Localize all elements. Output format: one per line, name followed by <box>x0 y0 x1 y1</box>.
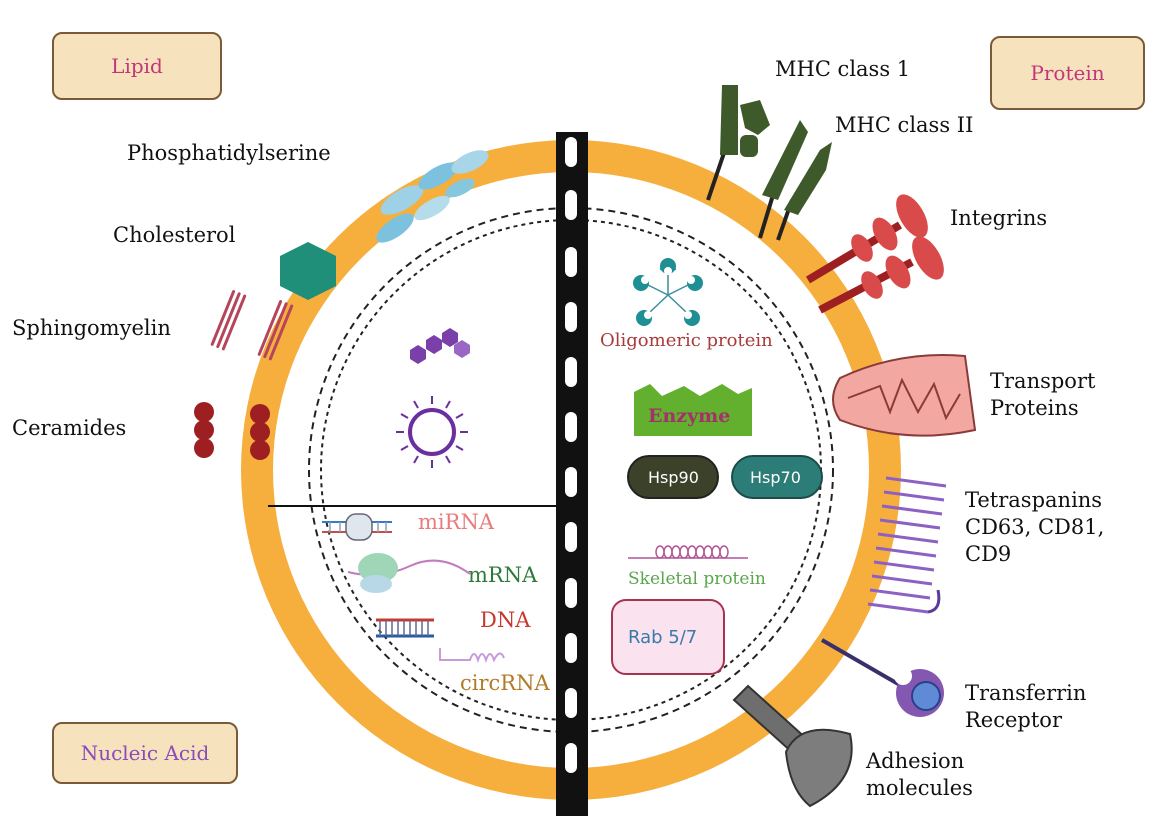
micelle-icon <box>396 396 468 468</box>
hsp70-label: Hsp70 <box>750 468 801 487</box>
tetraspanins-line-2: CD63, CD81, <box>965 515 1105 539</box>
protein-category-label: Protein <box>1030 61 1105 85</box>
adhesion-molecules-line-2: molecules <box>866 776 973 800</box>
mrna-icon <box>347 553 471 593</box>
phosphatidylserine-icon <box>376 150 489 243</box>
enzyme-icon <box>634 384 752 436</box>
phosphatidylserine-label: Phosphatidylserine <box>127 141 331 165</box>
adhesion-molecules-line-1: Adhesion <box>866 749 965 773</box>
circrna-label: circRNA <box>460 671 550 695</box>
sphingomyelin-label: Sphingomyelin <box>12 316 171 340</box>
oligomeric-protein-icon <box>633 258 703 326</box>
tetraspanins-label: Tetraspanins CD63, CD81, CD9 <box>965 487 1104 568</box>
mhc-class-1-label: MHC class 1 <box>775 57 911 81</box>
ceramides-icon <box>194 402 270 460</box>
nucleic-acid-category-box: Nucleic Acid <box>52 722 238 784</box>
rab-icon <box>611 599 725 675</box>
transferrin-receptor-label: Transferrin Receptor <box>965 680 1086 734</box>
hsp70-icon <box>731 455 823 499</box>
mirna-icon <box>322 513 392 541</box>
cholesterol-icon <box>280 242 336 300</box>
mirna-label: miRNA <box>418 510 494 534</box>
mrna-label: mRNA <box>468 563 538 587</box>
lipid-hexagon-chain-icon <box>410 328 470 364</box>
tetraspanins-icon <box>867 476 947 614</box>
oligomeric-protein-label: Oligomeric protein <box>600 330 773 351</box>
transport-proteins-line-1: Transport <box>990 369 1096 393</box>
lipid-category-label: Lipid <box>111 54 163 78</box>
mhc-class-1-icon <box>706 85 770 201</box>
integrins-icon <box>805 194 944 314</box>
transferrin-receptor-icon <box>820 638 944 717</box>
lipid-category-box: Lipid <box>52 32 222 100</box>
center-bar-holes <box>565 137 577 773</box>
mhc-class-ii-label: MHC class II <box>835 113 974 137</box>
tetraspanins-line-3: CD9 <box>965 542 1012 566</box>
hsp90-label: Hsp90 <box>648 468 699 487</box>
ceramides-label: Ceramides <box>12 416 127 440</box>
adhesion-molecule-icon <box>732 684 853 808</box>
transport-proteins-line-2: Proteins <box>990 396 1079 420</box>
tetraspanins-line-1: Tetraspanins <box>965 488 1103 512</box>
transport-protein-icon <box>832 353 977 437</box>
adhesion-molecules-label: Adhesion molecules <box>866 748 973 802</box>
transport-proteins-label: Transport Proteins <box>990 368 1095 422</box>
dna-label: DNA <box>480 608 531 632</box>
sphingomyelin-icon <box>210 290 294 361</box>
cholesterol-label: Cholesterol <box>113 223 236 247</box>
integrins-label: Integrins <box>950 206 1048 230</box>
skeletal-protein-label: Skeletal protein <box>628 569 766 589</box>
transferrin-receptor-line-1: Transferrin <box>965 681 1087 705</box>
dna-icon <box>376 618 434 638</box>
skeletal-protein-icon <box>628 545 748 559</box>
mhc-class-ii-icon <box>758 120 832 241</box>
nucleic-acid-category-label: Nucleic Acid <box>80 741 210 765</box>
rab-label: Rab 5/7 <box>628 627 698 648</box>
hsp90-icon <box>627 455 719 499</box>
protein-category-box: Protein <box>990 36 1145 110</box>
transferrin-receptor-line-2: Receptor <box>965 708 1062 732</box>
enzyme-label: Enzyme <box>648 405 731 427</box>
circrna-icon <box>439 648 505 664</box>
